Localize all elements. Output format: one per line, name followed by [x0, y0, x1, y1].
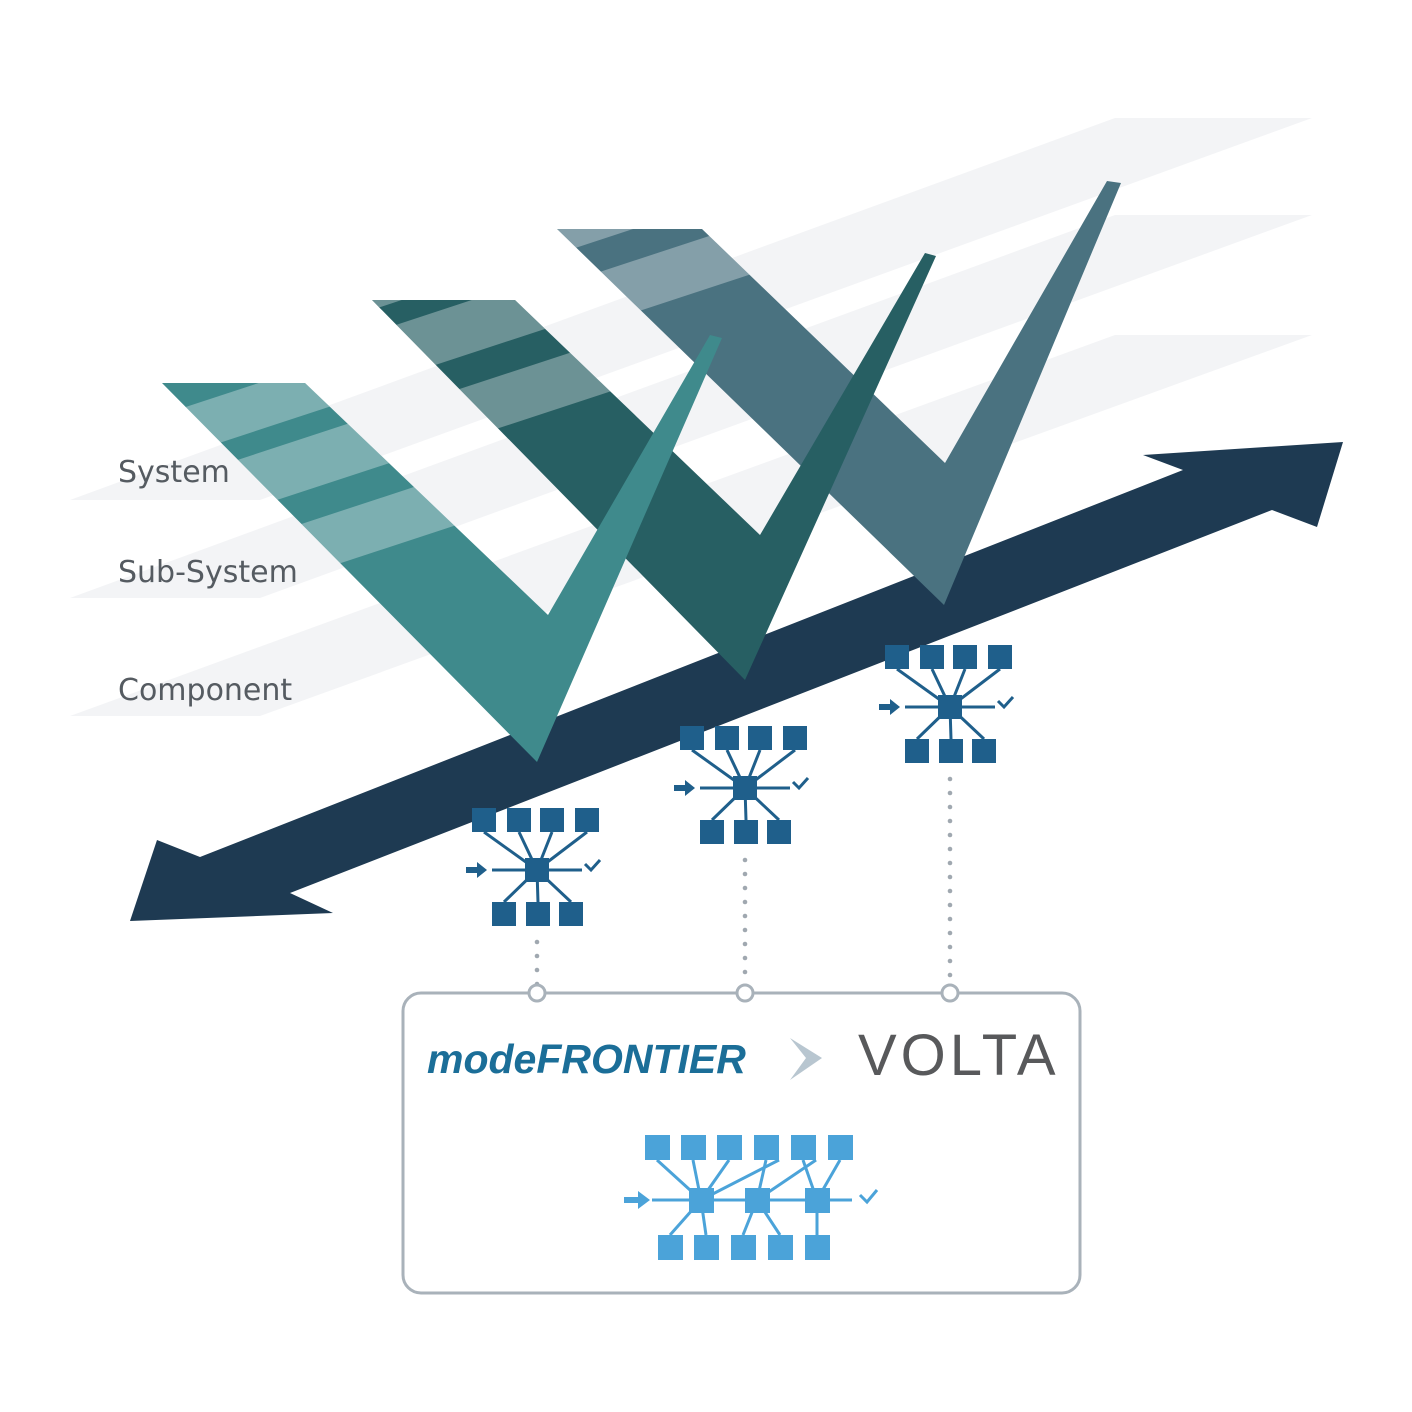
- workflow-node: [575, 808, 599, 832]
- connector-dot: [534, 953, 540, 959]
- check-icon: [583, 858, 602, 873]
- connector-dot: [947, 874, 953, 880]
- arrow-right-icon: [879, 699, 900, 715]
- connector-dot: [742, 871, 748, 877]
- connector-dot: [947, 916, 953, 922]
- v-model-icon: [557, 181, 1121, 605]
- workflow-icon: [674, 726, 810, 844]
- connector-pin: [940, 983, 960, 1003]
- brand-volta: VOLTA: [858, 1023, 1060, 1088]
- workflow-node: [768, 1235, 793, 1260]
- workflow-node: [526, 902, 550, 926]
- workflow-node: [525, 858, 549, 882]
- connector-pin: [527, 983, 547, 1003]
- workflow-node: [748, 726, 772, 750]
- workflow-node: [805, 1235, 830, 1260]
- connector-dot: [947, 944, 953, 950]
- double-arrow-icon: [130, 442, 1343, 921]
- connector-dot: [947, 832, 953, 838]
- workflow-node: [754, 1135, 779, 1160]
- connector-dot: [947, 888, 953, 894]
- workflow-node: [680, 726, 704, 750]
- workflow-node: [988, 645, 1012, 669]
- v-shape: [557, 181, 1121, 605]
- workflow-node: [507, 808, 531, 832]
- connector-dot: [742, 913, 748, 919]
- workflow-node: [783, 726, 807, 750]
- v-stripes: [557, 229, 945, 521]
- workflow-node: [717, 1135, 742, 1160]
- workflow-node: [972, 739, 996, 763]
- v-stripe: [162, 383, 548, 675]
- brand-modefrontier: modeFRONTIER: [427, 1036, 746, 1082]
- check-icon: [858, 1189, 879, 1205]
- workflow-node: [694, 1235, 719, 1260]
- workflow-node: [559, 902, 583, 926]
- connector-dot: [947, 846, 953, 852]
- v-stripe: [557, 229, 945, 521]
- workflow-node: [939, 739, 963, 763]
- workflow-node: [920, 645, 944, 669]
- workflow-node: [700, 820, 724, 844]
- connector-dot: [742, 899, 748, 905]
- check-icon: [996, 695, 1015, 710]
- workflow-node: [540, 808, 564, 832]
- connector-dot: [947, 860, 953, 866]
- connector-dot: [742, 941, 748, 947]
- workflow-node: [885, 645, 909, 669]
- workflow-icon-large: [624, 1135, 879, 1260]
- workflow-icon: [879, 645, 1015, 763]
- connector-dot: [947, 776, 953, 782]
- workflow-node: [828, 1135, 853, 1160]
- connector-dot: [947, 902, 953, 908]
- workflow-node: [905, 739, 929, 763]
- level-label-sub-system: Sub-System: [118, 555, 298, 590]
- workflow-node: [731, 1235, 756, 1260]
- workflow-node: [658, 1235, 683, 1260]
- connector-dot: [947, 930, 953, 936]
- connector-dot: [742, 955, 748, 961]
- connector-pin: [735, 983, 755, 1003]
- workflow-node: [791, 1135, 816, 1160]
- workflow-node: [492, 902, 516, 926]
- workflow-node: [681, 1135, 706, 1160]
- workflow-node: [689, 1188, 714, 1213]
- arrow-right-icon: [466, 862, 487, 878]
- workflow-node: [745, 1188, 770, 1213]
- arrow-right-icon: [674, 780, 695, 796]
- workflow-icon: [466, 808, 602, 926]
- workflow-node: [953, 645, 977, 669]
- level-label-system: System: [118, 455, 230, 490]
- workflow-node: [733, 776, 757, 800]
- connector-dot: [947, 972, 953, 978]
- check-icon: [791, 776, 810, 791]
- connector-dot: [947, 818, 953, 824]
- connector-dot: [534, 967, 540, 973]
- workflow-node: [472, 808, 496, 832]
- connector-dot: [947, 958, 953, 964]
- chevron-right-icon: [790, 1038, 822, 1080]
- connector-dot: [742, 857, 748, 863]
- arrow-right-icon: [624, 1191, 650, 1209]
- connector-dot: [947, 804, 953, 810]
- workflow-node: [715, 726, 739, 750]
- connector-dot: [534, 939, 540, 945]
- connector-dot: [742, 927, 748, 933]
- workflow-node: [767, 820, 791, 844]
- v-shape: [162, 335, 722, 762]
- workflow-node: [645, 1135, 670, 1160]
- workflow-node: [938, 695, 962, 719]
- connector-dot: [947, 790, 953, 796]
- connector-dot: [742, 969, 748, 975]
- v-stripe: [162, 383, 548, 591]
- level-label-component: Component: [118, 673, 292, 708]
- connector-dots: [534, 776, 953, 987]
- workflow-node: [805, 1188, 830, 1213]
- workflow-node: [734, 820, 758, 844]
- connector-dot: [742, 885, 748, 891]
